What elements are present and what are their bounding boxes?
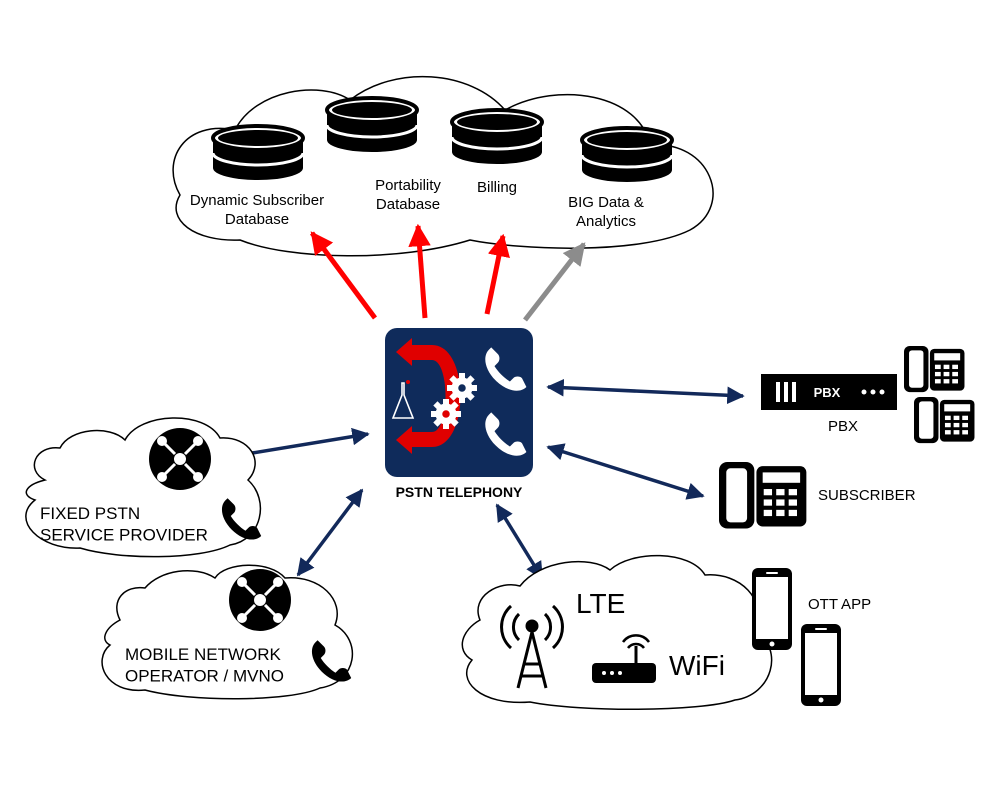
gear-icon bbox=[447, 373, 477, 403]
ott-caption: OTT APP bbox=[808, 596, 871, 613]
desk-phone-icon bbox=[904, 346, 965, 393]
arrow-to-bigdata bbox=[523, 242, 586, 322]
db-billing-label: Billing bbox=[477, 179, 517, 196]
pbx-device-icon bbox=[761, 374, 897, 410]
smartphone-icon bbox=[801, 624, 841, 706]
flask-icon bbox=[391, 380, 415, 419]
link-hub-pbx bbox=[546, 378, 745, 405]
network-node-icon bbox=[147, 426, 213, 492]
lte-label: LTE bbox=[576, 588, 625, 619]
network-node-icon bbox=[227, 567, 293, 633]
smartphone-icon bbox=[752, 568, 792, 650]
access-cloud bbox=[461, 554, 773, 711]
link-hub-mobile bbox=[296, 488, 364, 577]
pstn-telephony-hub[interactable] bbox=[385, 328, 533, 477]
db-bigdata-label: BIG Data &Analytics bbox=[568, 194, 644, 230]
database-icon bbox=[580, 126, 674, 184]
hub-label: PSTN TELEPHONY bbox=[396, 484, 523, 500]
pbx-device-label: PBX bbox=[814, 385, 841, 400]
link-hub-subscriber bbox=[546, 443, 705, 500]
cell-tower-icon bbox=[500, 604, 564, 689]
wifi-router-icon bbox=[592, 634, 656, 683]
link-hub-access bbox=[495, 503, 544, 580]
database-icon bbox=[450, 108, 544, 166]
database-icon bbox=[325, 96, 419, 154]
desk-phone-icon bbox=[719, 462, 807, 529]
arrow-to-portability-db bbox=[408, 223, 431, 319]
desk-phone-icon bbox=[914, 397, 975, 444]
gear-icon bbox=[431, 399, 461, 429]
pbx-caption: PBX bbox=[828, 418, 858, 435]
subscriber-caption: SUBSCRIBER bbox=[818, 487, 916, 504]
arrow-to-billing bbox=[484, 233, 510, 315]
wifi-label: WiFi bbox=[669, 650, 725, 681]
database-icon bbox=[211, 124, 305, 182]
arrow-to-dynamic-db bbox=[309, 231, 378, 320]
